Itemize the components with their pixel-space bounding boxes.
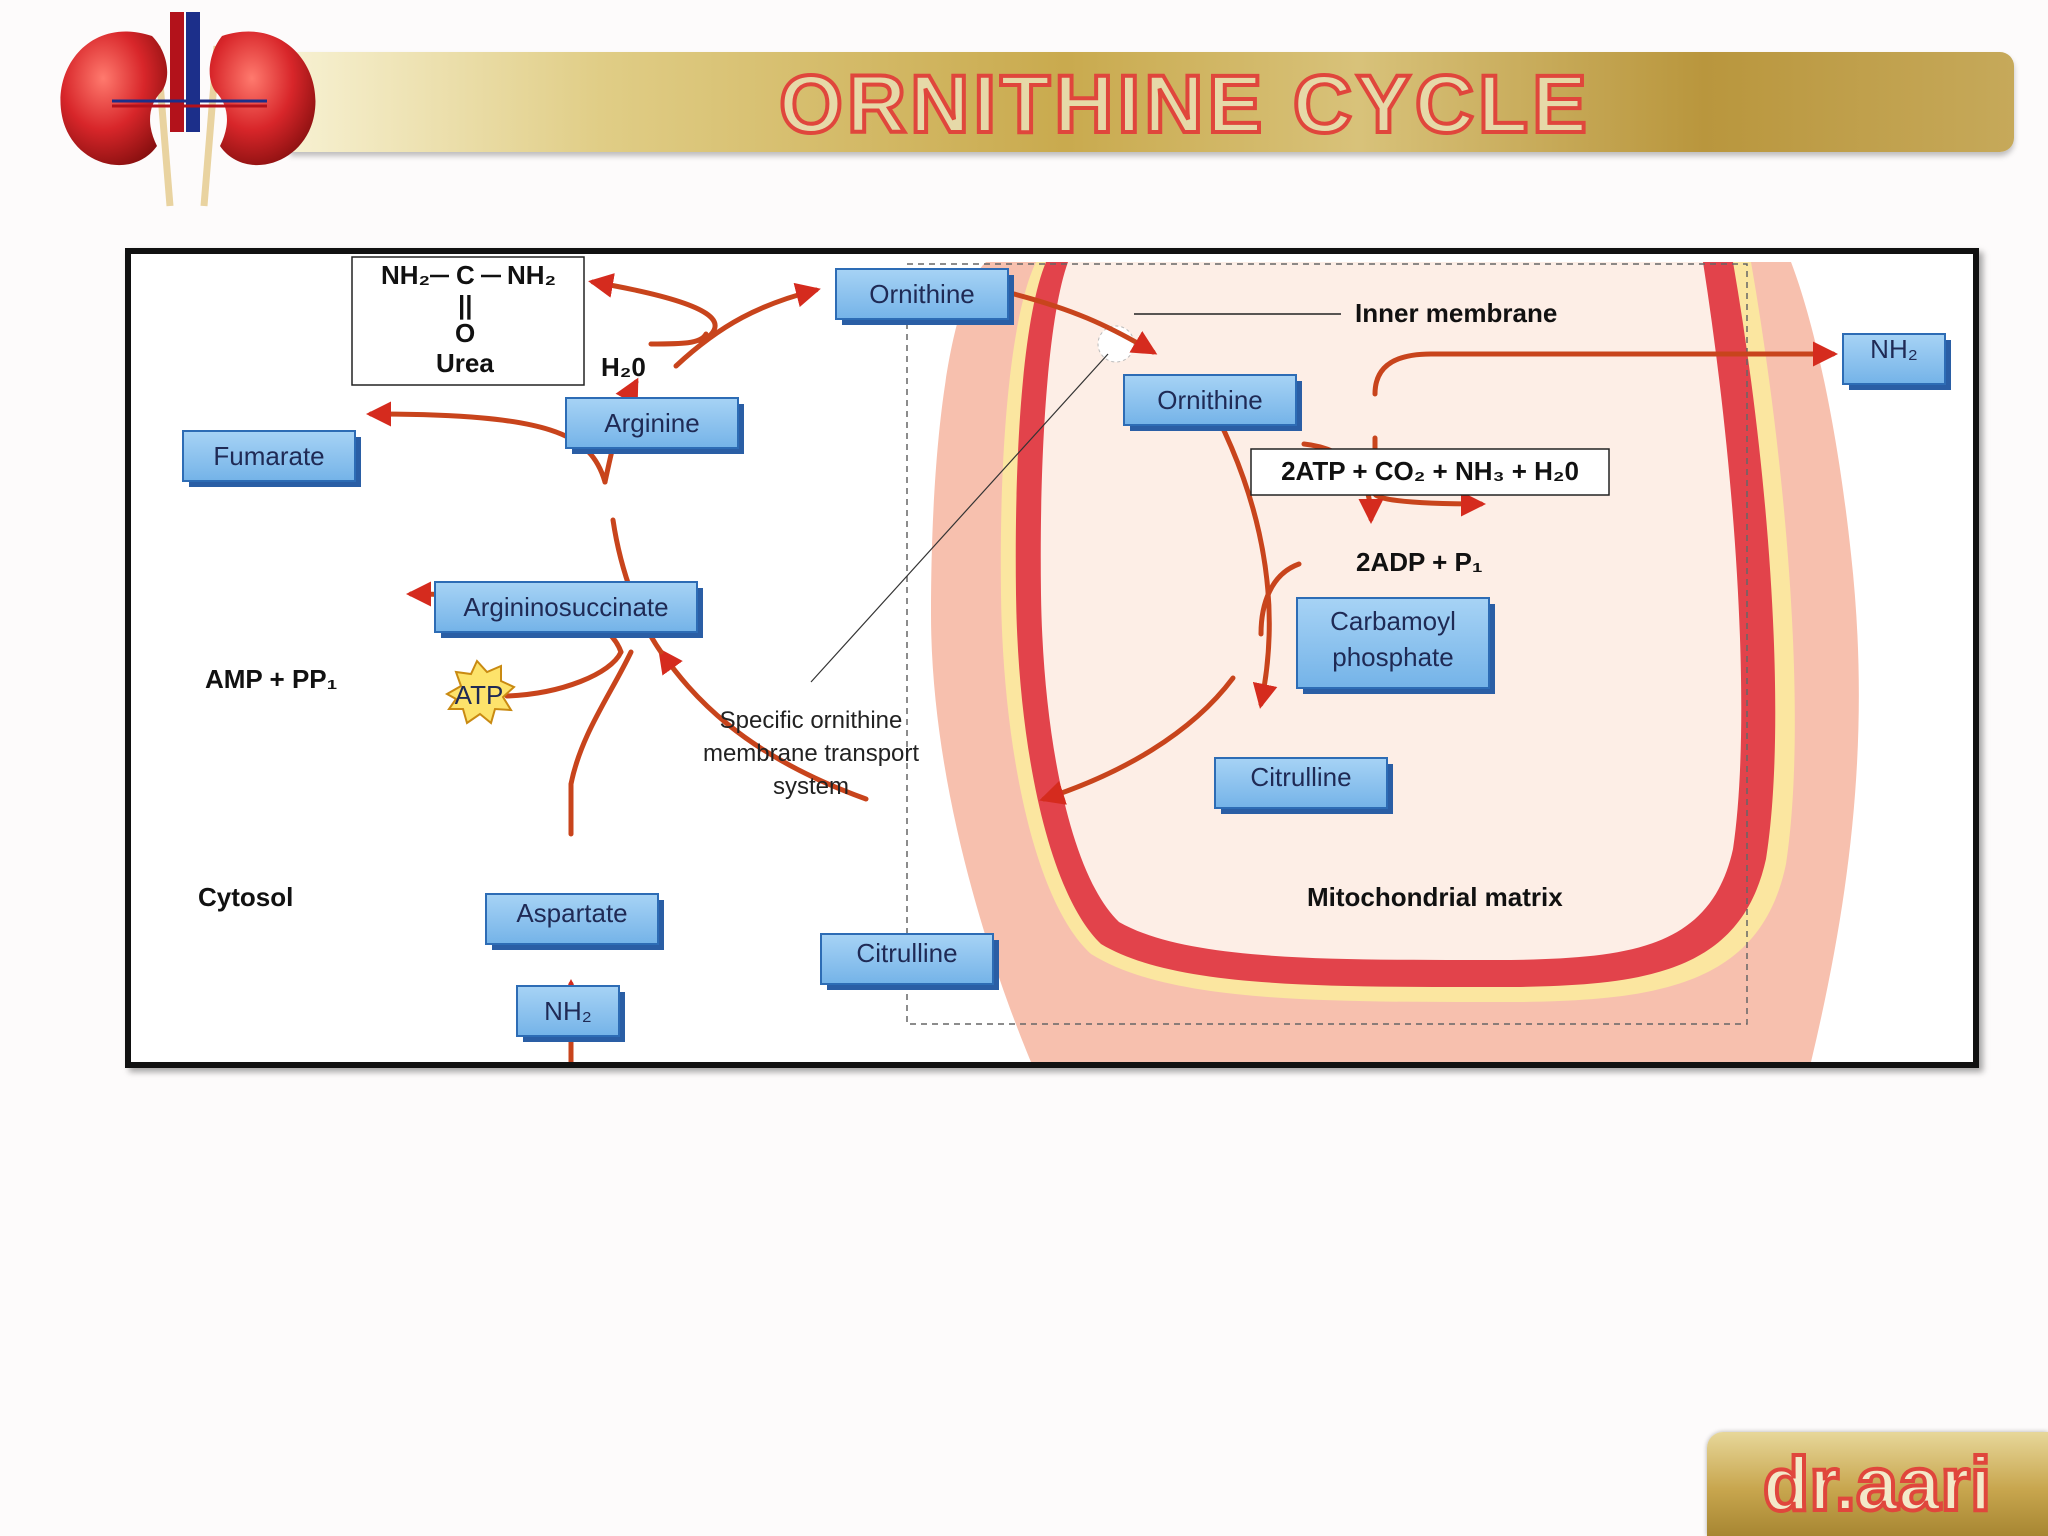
box-aspartate: Aspartate — [485, 893, 664, 950]
nh2-mito-label: NH₂ — [1870, 334, 1918, 364]
box-citrulline-cytosol: Citrulline — [820, 933, 999, 990]
title-banner — [290, 52, 2014, 152]
ornithine-cycle-diagram: NH₂ C NH₂ || O Urea Ornithine Arginine F… — [182, 256, 1951, 1062]
matrix-dashed-boundary — [906, 263, 1748, 1025]
urea-right-group: NH₂ — [507, 260, 556, 290]
urea-left-group: NH₂ — [381, 260, 430, 290]
reaction-arrows — [366, 273, 1838, 1062]
atp-label: ATP — [455, 680, 504, 710]
ornithine-cytosol-label: Ornithine — [869, 279, 975, 309]
urea-label: Urea — [436, 348, 494, 378]
box-argininosuccinate: Argininosuccinate — [434, 581, 703, 638]
box-nh2-cytosol: NH₂ — [516, 985, 625, 1042]
argininosuccinate-label: Argininosuccinate — [463, 592, 668, 622]
signature-graphic: dr.aari — [1761, 1440, 1993, 1529]
box-carbamoyl-phosphate: Carbamoyl phosphate — [1296, 597, 1495, 694]
mitochondrial-matrix-label: Mitochondrial matrix — [1307, 882, 1563, 912]
amp-pp-label: AMP + PP₁ — [205, 664, 337, 694]
products-label: 2ADP + P₁ — [1356, 547, 1483, 577]
page-title-text: ORNITHINE CYCLE — [779, 59, 1591, 150]
box-ornithine-mito: Ornithine — [1123, 374, 1302, 431]
urea-structure: NH₂ C NH₂ || O Urea — [351, 256, 585, 386]
citrulline-mito-label: Citrulline — [1250, 762, 1351, 792]
signature-badge: dr.aari — [1707, 1432, 2048, 1536]
cytosol-label: Cytosol — [198, 882, 293, 912]
reactants-label: 2ATP + CO₂ + NH₃ + H₂0 — [1281, 456, 1579, 486]
box-citrulline-mito: Citrulline — [1214, 757, 1393, 814]
ornithine-mito-label: Ornithine — [1157, 385, 1263, 415]
carbamoyl-label-line1: Carbamoyl — [1330, 606, 1456, 636]
nh2-cytosol-label: NH₂ — [544, 996, 592, 1026]
page-title: ORNITHINE CYCLE — [777, 57, 1591, 152]
box-fumarate: Fumarate — [182, 430, 361, 487]
urea-carbon: C — [456, 260, 475, 290]
transport-pointer — [810, 353, 1109, 683]
reactants-box: 2ATP + CO₂ + NH₃ + H₂0 — [1250, 448, 1610, 496]
fumarate-label: Fumarate — [213, 441, 324, 471]
urea-oxygen: O — [455, 318, 475, 348]
inner-membrane-label: Inner membrane — [1355, 298, 1557, 328]
diagram-panel: NH₂ C NH₂ || O Urea Ornithine Arginine F… — [125, 248, 1979, 1068]
water-label: H₂0 — [601, 352, 646, 382]
box-ornithine-cytosol: Ornithine — [835, 268, 1014, 325]
urea-double-bond: || — [458, 290, 473, 320]
arginine-label: Arginine — [604, 408, 699, 438]
atp-starburst: ATP — [444, 659, 516, 725]
transport-label-line3: system — [773, 773, 849, 800]
box-arginine: Arginine — [565, 397, 744, 454]
carbamoyl-label-line2: phosphate — [1332, 642, 1453, 672]
aspartate-label: Aspartate — [516, 898, 627, 928]
box-nh2-mito: NH₂ — [1842, 333, 1951, 390]
kidney-icon — [60, 12, 316, 207]
transport-label-line2: membrane transport — [703, 740, 919, 767]
citrulline-cytosol-label: Citrulline — [856, 938, 957, 968]
signature-text: dr.aari — [1763, 1442, 1991, 1527]
transport-label-line1: Specific ornithine — [720, 707, 903, 734]
